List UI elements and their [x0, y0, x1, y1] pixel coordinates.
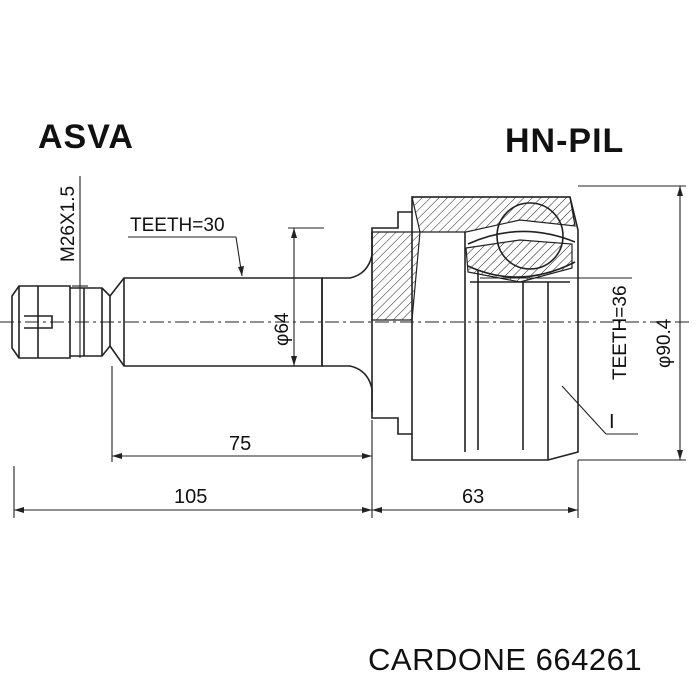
- housing-length-label: 63: [462, 486, 484, 508]
- stem-length-label: 105: [174, 486, 207, 508]
- housing-diameter-label: φ90.4: [654, 318, 675, 368]
- dimension-arrows: [14, 186, 683, 513]
- shaft-diameter-label: φ64: [272, 312, 293, 346]
- brand-name: ASVA: [38, 118, 134, 156]
- hatched-section: [371, 196, 576, 321]
- thread-label: M26X1.5: [58, 186, 79, 262]
- part-code: HN-PIL: [505, 122, 625, 160]
- part-outline: [0, 196, 690, 461]
- dimension-lines: [13, 176, 686, 518]
- inner-teeth-label: TEETH=36: [610, 285, 631, 380]
- shaft-length-label: 75: [229, 433, 251, 455]
- section-mark-label: I: [609, 411, 615, 433]
- footer-label: CARDONE 664261: [368, 642, 643, 677]
- outer-teeth-label: TEETH=30: [130, 215, 225, 236]
